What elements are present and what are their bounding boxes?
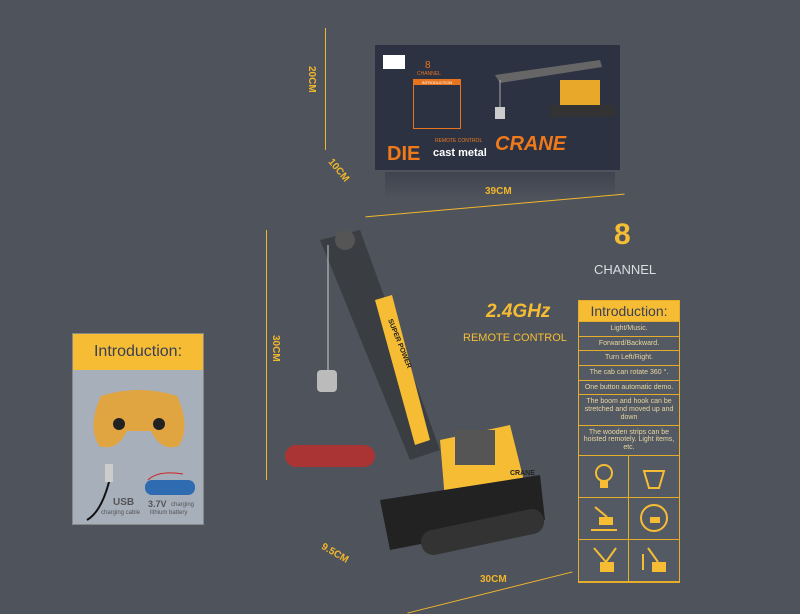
boom-hook-icon [629, 540, 679, 582]
light-bulb-icon [579, 455, 629, 498]
box-crane-image [495, 60, 615, 119]
crane-height-label: 30CM [270, 335, 281, 362]
usb-label: USB [113, 497, 135, 508]
intro-title: Introduction: [579, 301, 679, 321]
usb-sublabel: charging cable [101, 510, 141, 516]
box-intro-panel: INTRODUCTION [413, 79, 461, 129]
feature-item: Light/Music. [579, 321, 679, 336]
channel-label: CHANNEL [594, 262, 657, 277]
brand-logo [383, 55, 405, 69]
frequency-value: 2.4GHz [486, 301, 551, 322]
product-box: 8 CHANNEL INTRODUCTION DIE REMOTE CONTRO… [375, 45, 620, 170]
forward-backward-icon [579, 497, 629, 540]
rotate-360-icon [629, 498, 679, 540]
dim-line [325, 28, 326, 150]
feature-item: The boom and hook can be stretched and m… [579, 394, 679, 424]
box-width-label: 39CM [485, 186, 512, 197]
feature-item: One button automatic demo. [579, 379, 679, 395]
dim-line [266, 230, 267, 480]
battery-sublabel: charging [171, 502, 195, 508]
box-die-text: DIE [387, 143, 421, 165]
crane-length-label: 30CM [480, 574, 507, 585]
feature-icon-grid [579, 454, 679, 582]
intro-title: Introduction: [73, 334, 203, 370]
auto-demo-icon [579, 539, 629, 582]
battery-sublabel: lithium battery [150, 510, 188, 516]
box-channel-number: 8 [425, 60, 431, 71]
feature-item: The cab can rotate 360 °. [579, 365, 679, 380]
box-reflection [385, 172, 615, 200]
channel-number: 8 [614, 218, 631, 251]
frequency-label: REMOTE CONTROL [463, 332, 567, 344]
box-crane-text: CRANE [495, 133, 567, 155]
crane-image: SUPER POWER CRANE [285, 230, 545, 555]
feature-item: Turn Left/Right. [579, 350, 679, 365]
intro-panel-left: Introduction: USB charging cable 3.7V ch… [72, 333, 204, 525]
cab-label: CRANE [510, 470, 535, 477]
box-depth-label: 10CM [325, 156, 352, 185]
intro-panel-right: Introduction: Light/Music. Forward/Backw… [578, 300, 680, 583]
remote-controller-image [93, 390, 185, 448]
box-subtitle: REMOTE CONTROL [435, 138, 483, 144]
box-height-label: 20CM [306, 66, 317, 93]
box-intro-panel-title: INTRODUCTION [414, 80, 460, 85]
battery-image [145, 472, 195, 495]
feature-item: Forward/Backward. [579, 335, 679, 351]
usb-cable-image [86, 464, 113, 521]
feature-item: The wooden strips can be hoisted remotel… [579, 424, 679, 455]
speaker-icon [629, 456, 679, 498]
box-channel-label: CHANNEL [417, 71, 441, 77]
box-cast-metal: cast metal [433, 147, 487, 159]
battery-label: 3.7V [148, 499, 167, 509]
